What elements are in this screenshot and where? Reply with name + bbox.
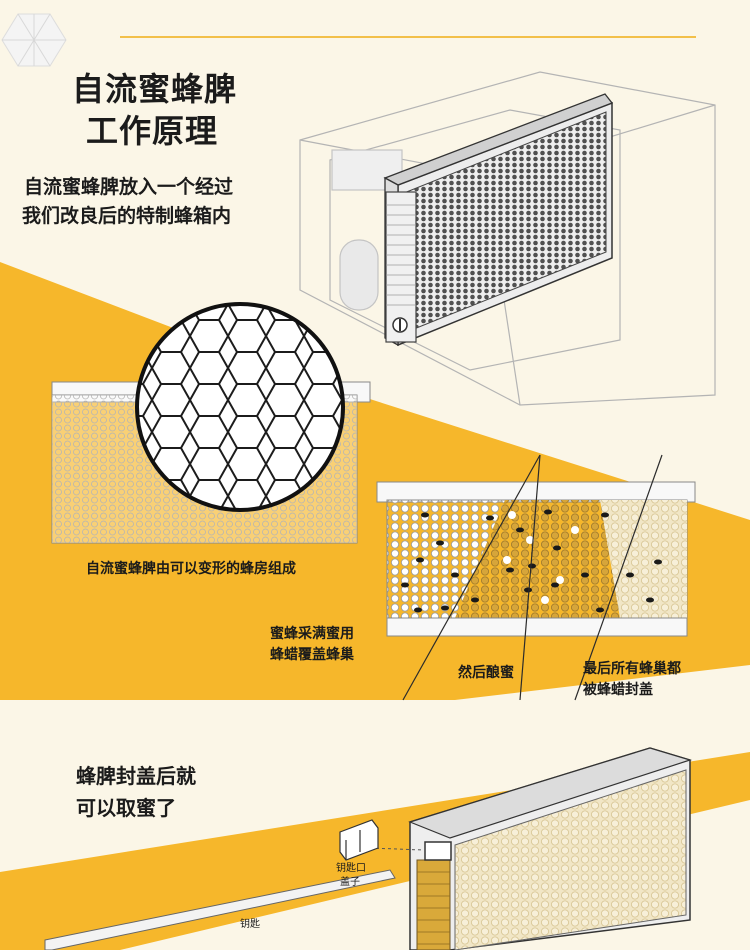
key-label: 钥匙 [240,919,260,930]
keyhole-cap-icon [339,819,379,861]
intro-line-2: 我们改良后的特制蜂箱内 [22,205,232,227]
title-line-2: 工作原理 [86,112,219,150]
caption-bees-line-2: 蜂蜡覆盖蜂巢 [270,647,354,663]
logo-hexagon-icon [1,13,67,67]
caption-ripen: 然后酿蜜 [458,665,514,681]
key-icon [44,869,396,950]
magnifier-circle [135,302,345,512]
caption-cells: 自流蜜蜂脾由可以变形的蜂房组成 [86,561,296,577]
intro-line-1: 自流蜜蜂脾放入一个经过 [24,176,234,198]
keyhole-label-line-1: 钥匙口 [336,863,366,874]
harvest-line-1: 蜂脾封盖后就 [76,764,196,788]
honey-frame-3d [383,93,614,347]
title-line-1: 自流蜜蜂脾 [72,70,238,108]
caption-capped-line-2: 被蜂蜡封盖 [583,682,653,698]
caption-bees-line-1: 蜜蜂采满蜜用 [270,626,354,642]
keyhole-label-line-2: 盖子 [340,877,360,888]
harvest-line-2: 可以取蜜了 [76,796,176,820]
caption-capped-line-1: 最后所有蜂巢都 [583,661,681,677]
frame-with-bees [376,454,696,701]
harvest-frame [369,747,693,950]
